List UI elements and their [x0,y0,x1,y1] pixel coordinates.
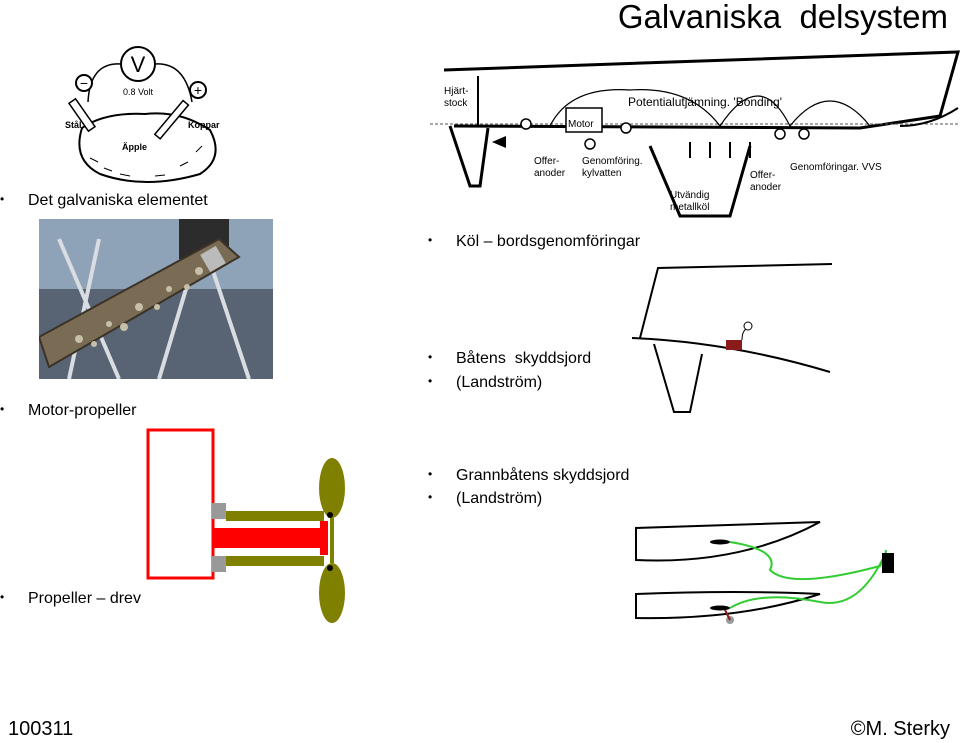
ground-plate-top [710,539,730,545]
small-propeller-icon [492,136,506,148]
keel-fin [653,343,703,413]
upper-rivet [327,512,333,518]
bonding-wires [549,89,871,128]
apple-label: Äpple [122,142,147,152]
bullet-neighbor-ground-2: •(Landström) [428,490,543,507]
boat-bottom [635,591,821,620]
lower-rivet [327,565,333,571]
ground-plate-bottom [710,605,730,611]
minus-terminal-icon [75,74,93,92]
through-hulls-vvs-label: Genomföringar. VVS [790,162,882,173]
propeller-shaft-photo [39,219,273,379]
neighbor-boats-diagram [635,521,894,624]
shore-ground-diagram [631,263,833,413]
ground-connector-icon [743,321,753,331]
copper-label: Koppar [188,120,220,130]
upper-clamp [212,503,226,519]
boat-stand [57,238,251,379]
shaft-hub [320,521,328,555]
bonding-label: Potentialutjämning. 'Bonding' [628,95,782,109]
anode-icons [520,118,810,150]
motor-box [565,107,603,133]
svg-text:+: + [194,82,202,98]
propeller-shaft [212,528,322,548]
shore-cable-bottom [729,551,887,609]
bullet-shore-ground-2: •(Landström) [428,374,543,391]
red-circuit-loop [146,428,215,580]
hull-outline [443,50,960,130]
lower-propeller-blade [319,563,345,623]
hull-side [639,263,833,339]
wire-left [87,63,122,103]
bullet-motor-propeller: •Motor-propeller [0,402,137,419]
rudder [448,125,490,188]
bullet-keel-fittings: •Köl – bordsgenomföringar [428,233,641,250]
bullet-neighbor-ground-1: •Grannbåtens skyddsjord [428,467,630,484]
sacrificial-anodes-label-1: Offer-anoder [534,156,566,179]
rudder-stock-label: Hjärt-stock [444,86,468,109]
steel-electrode [67,97,97,133]
footer-date: 100311 [8,718,74,740]
through-hull-cooling-label: Genomföring.kylvatten [582,156,643,179]
steel-label: Stål [65,120,82,130]
propeller-drive-diagram [146,428,345,623]
ground-plate [726,340,742,350]
upper-propeller-blade [319,458,345,518]
sacrificial-anodes-label-2: Offer-anoder [750,170,782,193]
bullet-propeller-drive: •Propeller – drev [0,590,141,607]
galvanic-cell-illustration: V 0.8 Volt − + Stål Koppar Äpple [65,46,220,183]
voltage-label: 0.8 Volt [123,87,154,97]
wire-right [154,63,193,103]
bullet-galvanic-element: •Det galvaniska elementet [0,192,208,209]
footer-author: ©M. Sterky [850,718,950,740]
copper-electrode [153,99,190,140]
plus-terminal-icon [189,81,207,99]
hull-bonding-diagram: Motor Hjärt-stock Potentialutjämning. 'B… [430,50,960,218]
svg-text:−: − [80,75,88,91]
keel [648,145,752,218]
apple-texture [89,145,203,177]
lower-clamp [212,556,226,572]
shore-power-box-icon [882,553,894,573]
motor-label: Motor [568,119,594,130]
through-hull-marks [689,142,751,158]
upper-housing [226,511,324,521]
slide-title: Galvaniska delsystem [617,0,948,35]
bullet-shore-ground-1: •Båtens skyddsjord [428,350,592,367]
shaft-bracket [200,245,226,273]
shore-cable-top [729,541,887,581]
voltmeter-letter: V [131,52,146,77]
lower-housing [226,556,324,566]
